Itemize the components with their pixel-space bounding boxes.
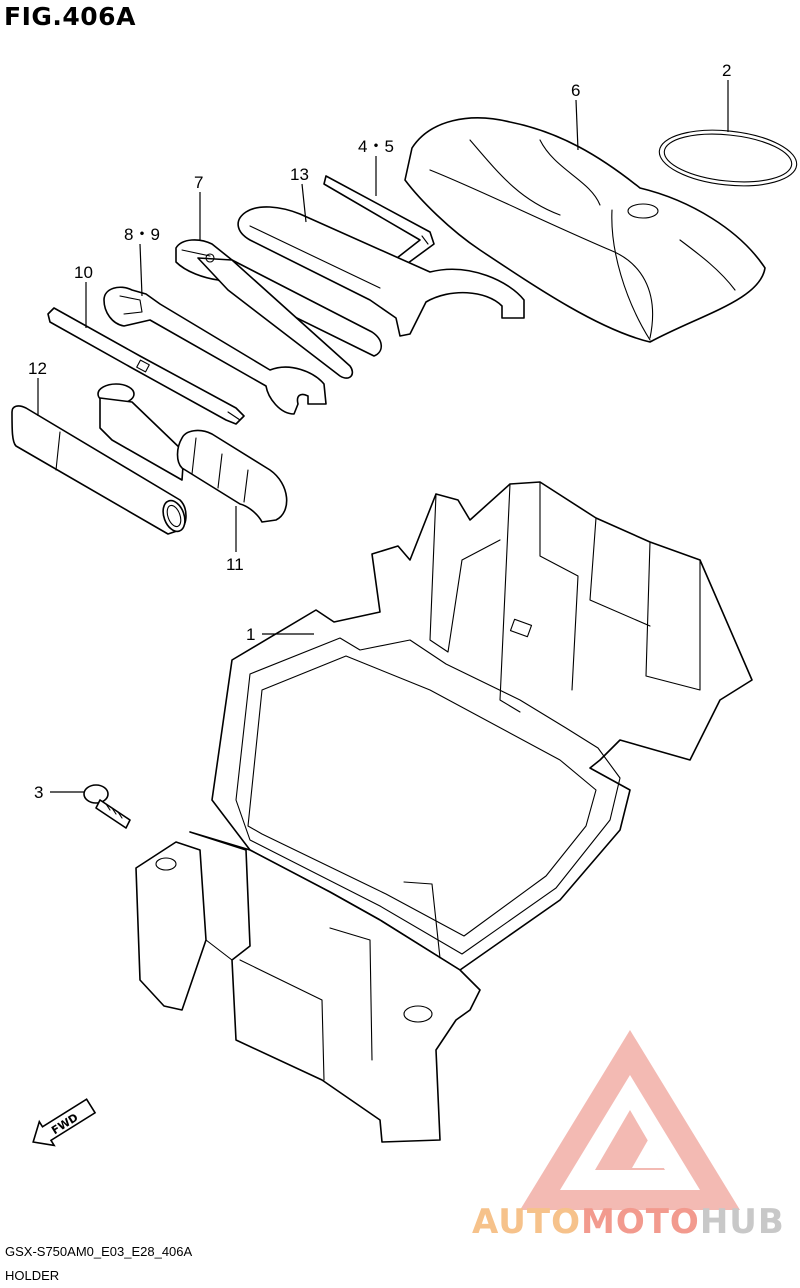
callout-3: 3 bbox=[34, 783, 43, 802]
part-2-o-ring bbox=[658, 129, 798, 187]
part-3-tapping-screw bbox=[83, 784, 131, 829]
callout-8-9: 8・9 bbox=[124, 225, 160, 244]
callout-7: 7 bbox=[194, 173, 203, 192]
callout-2: 2 bbox=[722, 61, 731, 80]
figure-name: HOLDER bbox=[5, 1268, 60, 1283]
callout-4-5: 4・5 bbox=[358, 137, 394, 156]
fwd-arrow-icon: FWD bbox=[32, 1098, 97, 1147]
figure-title: FIG.406A bbox=[4, 2, 136, 31]
watermark-hub: HUB bbox=[699, 1202, 785, 1242]
part-12-extension-tube bbox=[11, 405, 187, 535]
part-6-tool-bag bbox=[404, 117, 766, 343]
figure-code: GSX-S750AM0_E03_E28_406A bbox=[5, 1244, 193, 1259]
watermark-moto: MOTO bbox=[580, 1202, 700, 1242]
callout-12: 12 bbox=[28, 359, 47, 378]
part-13-hook-spanner bbox=[237, 206, 525, 337]
callout-1: 1 bbox=[246, 625, 255, 644]
callout-13: 13 bbox=[290, 165, 309, 184]
part-10-screwdriver-blade bbox=[47, 307, 245, 425]
part-11-screwdriver-handle bbox=[97, 383, 288, 523]
watermark-text: AUTOMOTOHUB bbox=[472, 1202, 785, 1242]
callout-11: 11 bbox=[226, 555, 244, 574]
callout-6: 6 bbox=[571, 81, 580, 100]
part-1-holder-tray bbox=[135, 481, 753, 1143]
part-8-9-open-end-wrench bbox=[103, 286, 327, 415]
leader-lines bbox=[37, 80, 729, 793]
part-7-pliers bbox=[175, 239, 383, 379]
callout-10: 10 bbox=[74, 263, 93, 282]
watermark-logo-icon bbox=[520, 1030, 740, 1210]
watermark-auto: AUTO bbox=[472, 1202, 581, 1242]
